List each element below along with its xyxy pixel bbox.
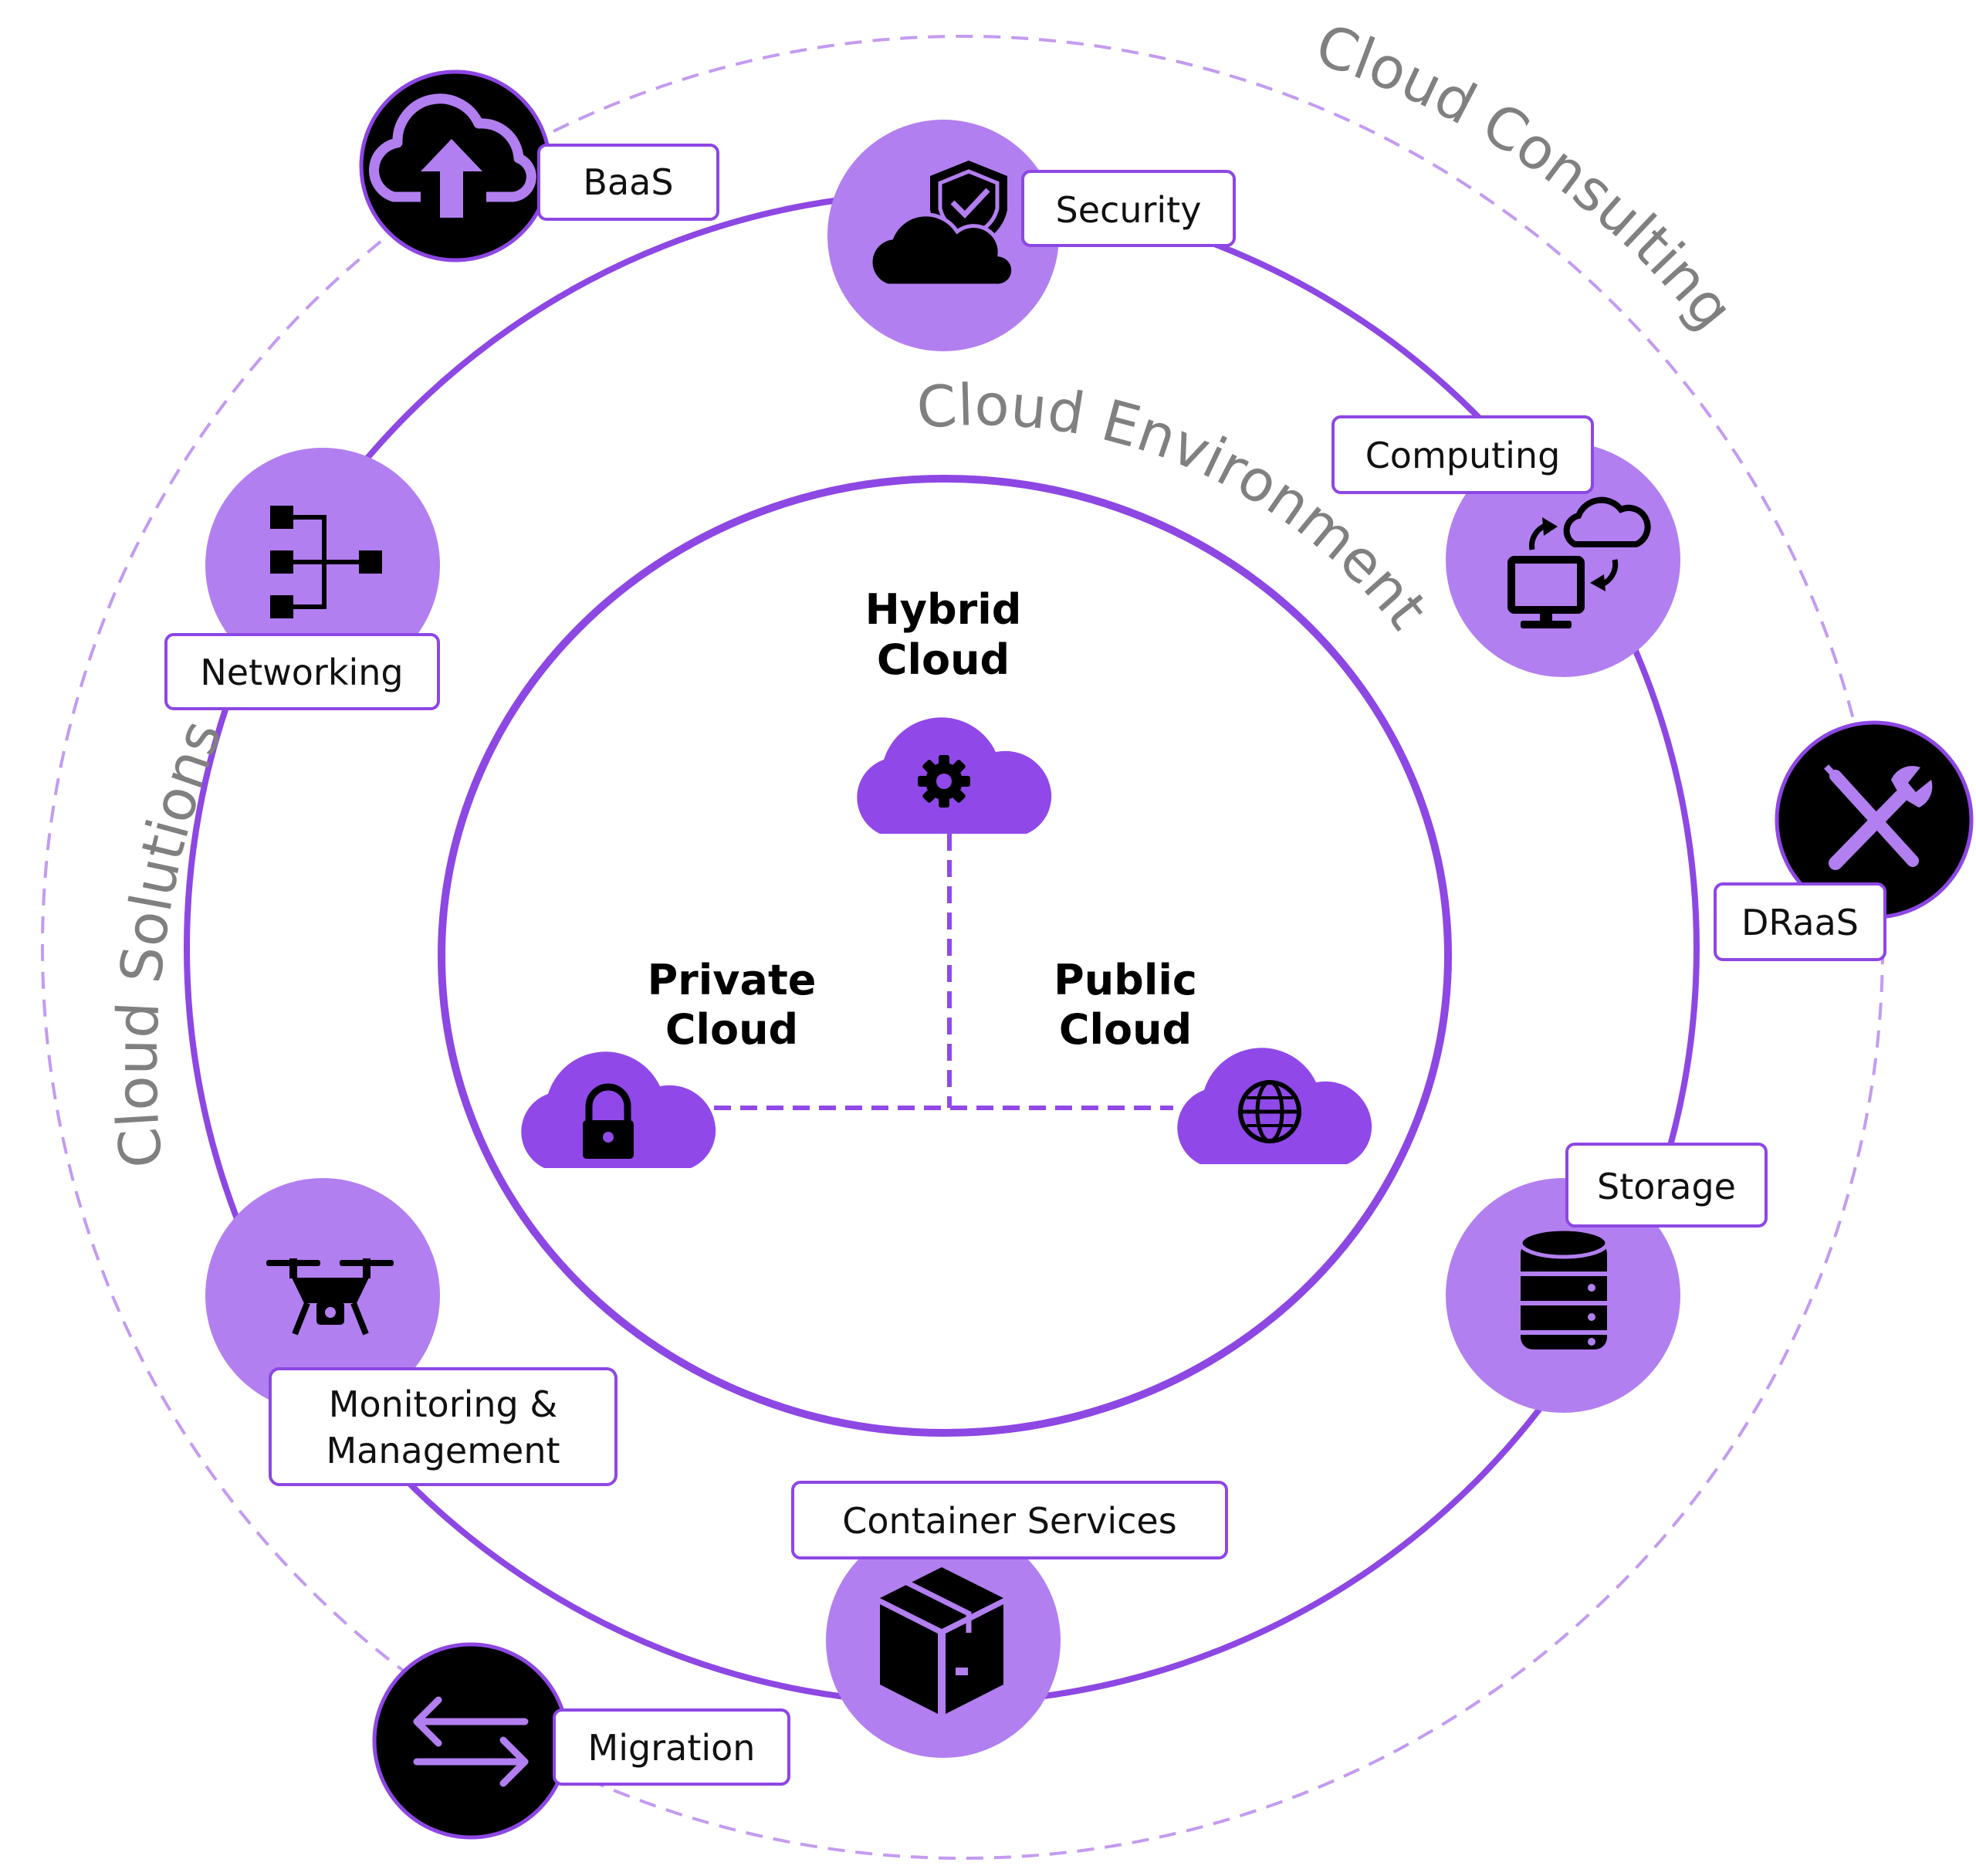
cloud-gear-icon	[857, 717, 1052, 834]
hybrid-cloud-label-line2: Cloud	[877, 635, 1010, 684]
draas-label: DRaaS	[1741, 902, 1859, 943]
drone-icon	[266, 1258, 394, 1336]
computer-cloud-sync-icon	[1507, 496, 1651, 628]
private-cloud: Private Cloud	[521, 956, 816, 1168]
service-migration[interactable]: Migration	[372, 1642, 790, 1840]
service-computing[interactable]: Computing	[1331, 415, 1680, 677]
hybrid-cloud-label-line1: Hybrid	[865, 585, 1022, 634]
storage-label: Storage	[1597, 1166, 1736, 1207]
database-icon	[1518, 1227, 1609, 1349]
container-services-label: Container Services	[842, 1500, 1176, 1542]
private-cloud-label-line1: Private	[648, 956, 817, 1004]
migration-label: Migration	[588, 1727, 756, 1769]
monitoring-label-line1: Monitoring &	[329, 1383, 557, 1425]
monitoring-label-line2: Management	[326, 1430, 560, 1471]
computing-label: Computing	[1365, 435, 1561, 476]
package-box-icon	[880, 1567, 1003, 1714]
cloud-globe-icon	[1177, 1048, 1372, 1164]
swap-arrows-icon	[413, 1696, 529, 1787]
environment-connectors	[714, 834, 1173, 1110]
service-storage[interactable]: Storage	[1446, 1143, 1768, 1413]
cloud-consulting-title: Cloud Consulting	[1308, 12, 1746, 342]
service-networking[interactable]: Networking	[164, 448, 440, 710]
public-cloud-label-line1: Public	[1054, 956, 1197, 1004]
cloud-upload-icon	[369, 93, 536, 218]
service-baas[interactable]: BaaS	[359, 69, 719, 262]
inner-ring	[438, 475, 1452, 1437]
hybrid-cloud: Hybrid Cloud	[857, 585, 1052, 834]
service-container[interactable]: Container Services	[791, 1481, 1228, 1758]
baas-label: BaaS	[583, 161, 673, 203]
service-draas[interactable]: DRaaS	[1714, 720, 1974, 961]
public-cloud-label-line2: Cloud	[1059, 1005, 1192, 1054]
network-hierarchy-icon	[270, 506, 382, 618]
cloud-shield-icon	[868, 161, 1016, 288]
tools-icon	[1824, 764, 1933, 870]
service-monitoring[interactable]: Monitoring & Management	[205, 1178, 618, 1486]
networking-label: Networking	[200, 652, 403, 693]
private-cloud-label-line2: Cloud	[665, 1005, 798, 1054]
cloud-solutions-title: Cloud Solutions	[104, 712, 235, 1171]
cloud-lock-icon	[521, 1051, 716, 1168]
public-cloud: Public Cloud	[1054, 956, 1372, 1164]
security-label: Security	[1056, 189, 1202, 231]
service-security[interactable]: Security	[827, 120, 1236, 351]
